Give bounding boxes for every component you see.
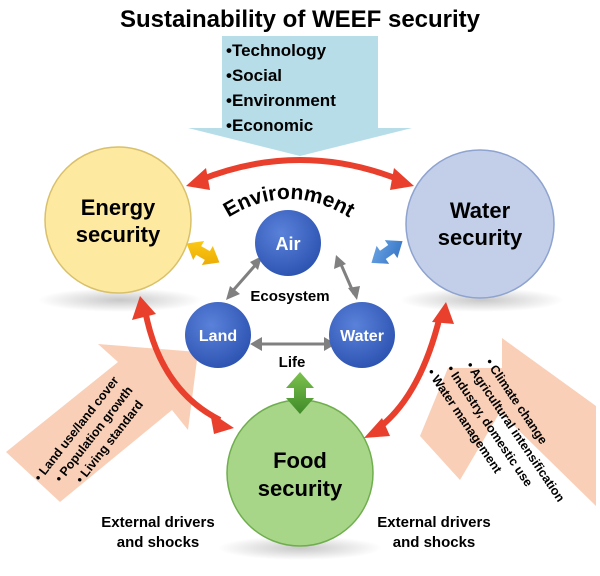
gray-arrow-air-water	[334, 255, 360, 300]
external-right-line2: and shocks	[392, 534, 476, 551]
life-label: Life	[279, 354, 306, 371]
land-label: Land	[199, 328, 237, 345]
diagram-title: Sustainability of WEEF security	[119, 6, 481, 33]
external-left-line1: External drivers	[101, 514, 215, 531]
energy-shadow	[38, 288, 202, 312]
water-small-circle	[329, 302, 395, 368]
pillar-item: •Environment	[226, 91, 336, 110]
food-label-line1: Food	[273, 448, 327, 473]
energy-environment-arrow	[186, 240, 220, 266]
pillar-item: •Social	[226, 66, 283, 85]
water-shadow	[400, 288, 564, 312]
food-shadow	[218, 536, 382, 560]
land-circle	[185, 302, 251, 368]
red-arrow-water-food	[364, 302, 454, 438]
ecosystem-label: Ecosystem	[250, 288, 329, 305]
water-small-label: Water	[340, 328, 384, 345]
left-driver-arrow	[6, 344, 198, 502]
pillar-item: •Technology	[226, 41, 327, 60]
red-arrow-energy-food	[132, 296, 234, 434]
pillar-item: •Economic	[226, 116, 314, 135]
red-arrow-energy-water	[186, 157, 414, 190]
water-label-line1: Water	[450, 198, 511, 223]
external-drivers-right: External drivers and shocks	[354, 513, 514, 553]
energy-security-circle	[44, 146, 192, 294]
energy-label-line1: Energy	[81, 195, 156, 220]
external-drivers-left: External drivers and shocks	[78, 513, 238, 553]
energy-label-line2: security	[76, 222, 161, 247]
food-environment-arrow	[286, 372, 314, 414]
gray-arrow-air-land	[226, 256, 262, 300]
water-security-circle	[405, 149, 555, 299]
food-security-circle	[226, 399, 374, 547]
pillars-arrow	[188, 36, 412, 156]
air-label: Air	[275, 234, 300, 254]
right-driver-arrow	[420, 338, 596, 506]
external-left-line2: and shocks	[116, 534, 200, 551]
food-label-line2: security	[258, 476, 343, 501]
external-right-line1: External drivers	[377, 514, 491, 531]
pillars-list: •Technology •Social •Environment •Econom…	[226, 38, 386, 138]
water-label-line2: security	[438, 225, 523, 250]
air-circle	[255, 210, 321, 276]
gray-arrow-land-water	[250, 337, 336, 351]
water-environment-arrow	[371, 240, 403, 264]
